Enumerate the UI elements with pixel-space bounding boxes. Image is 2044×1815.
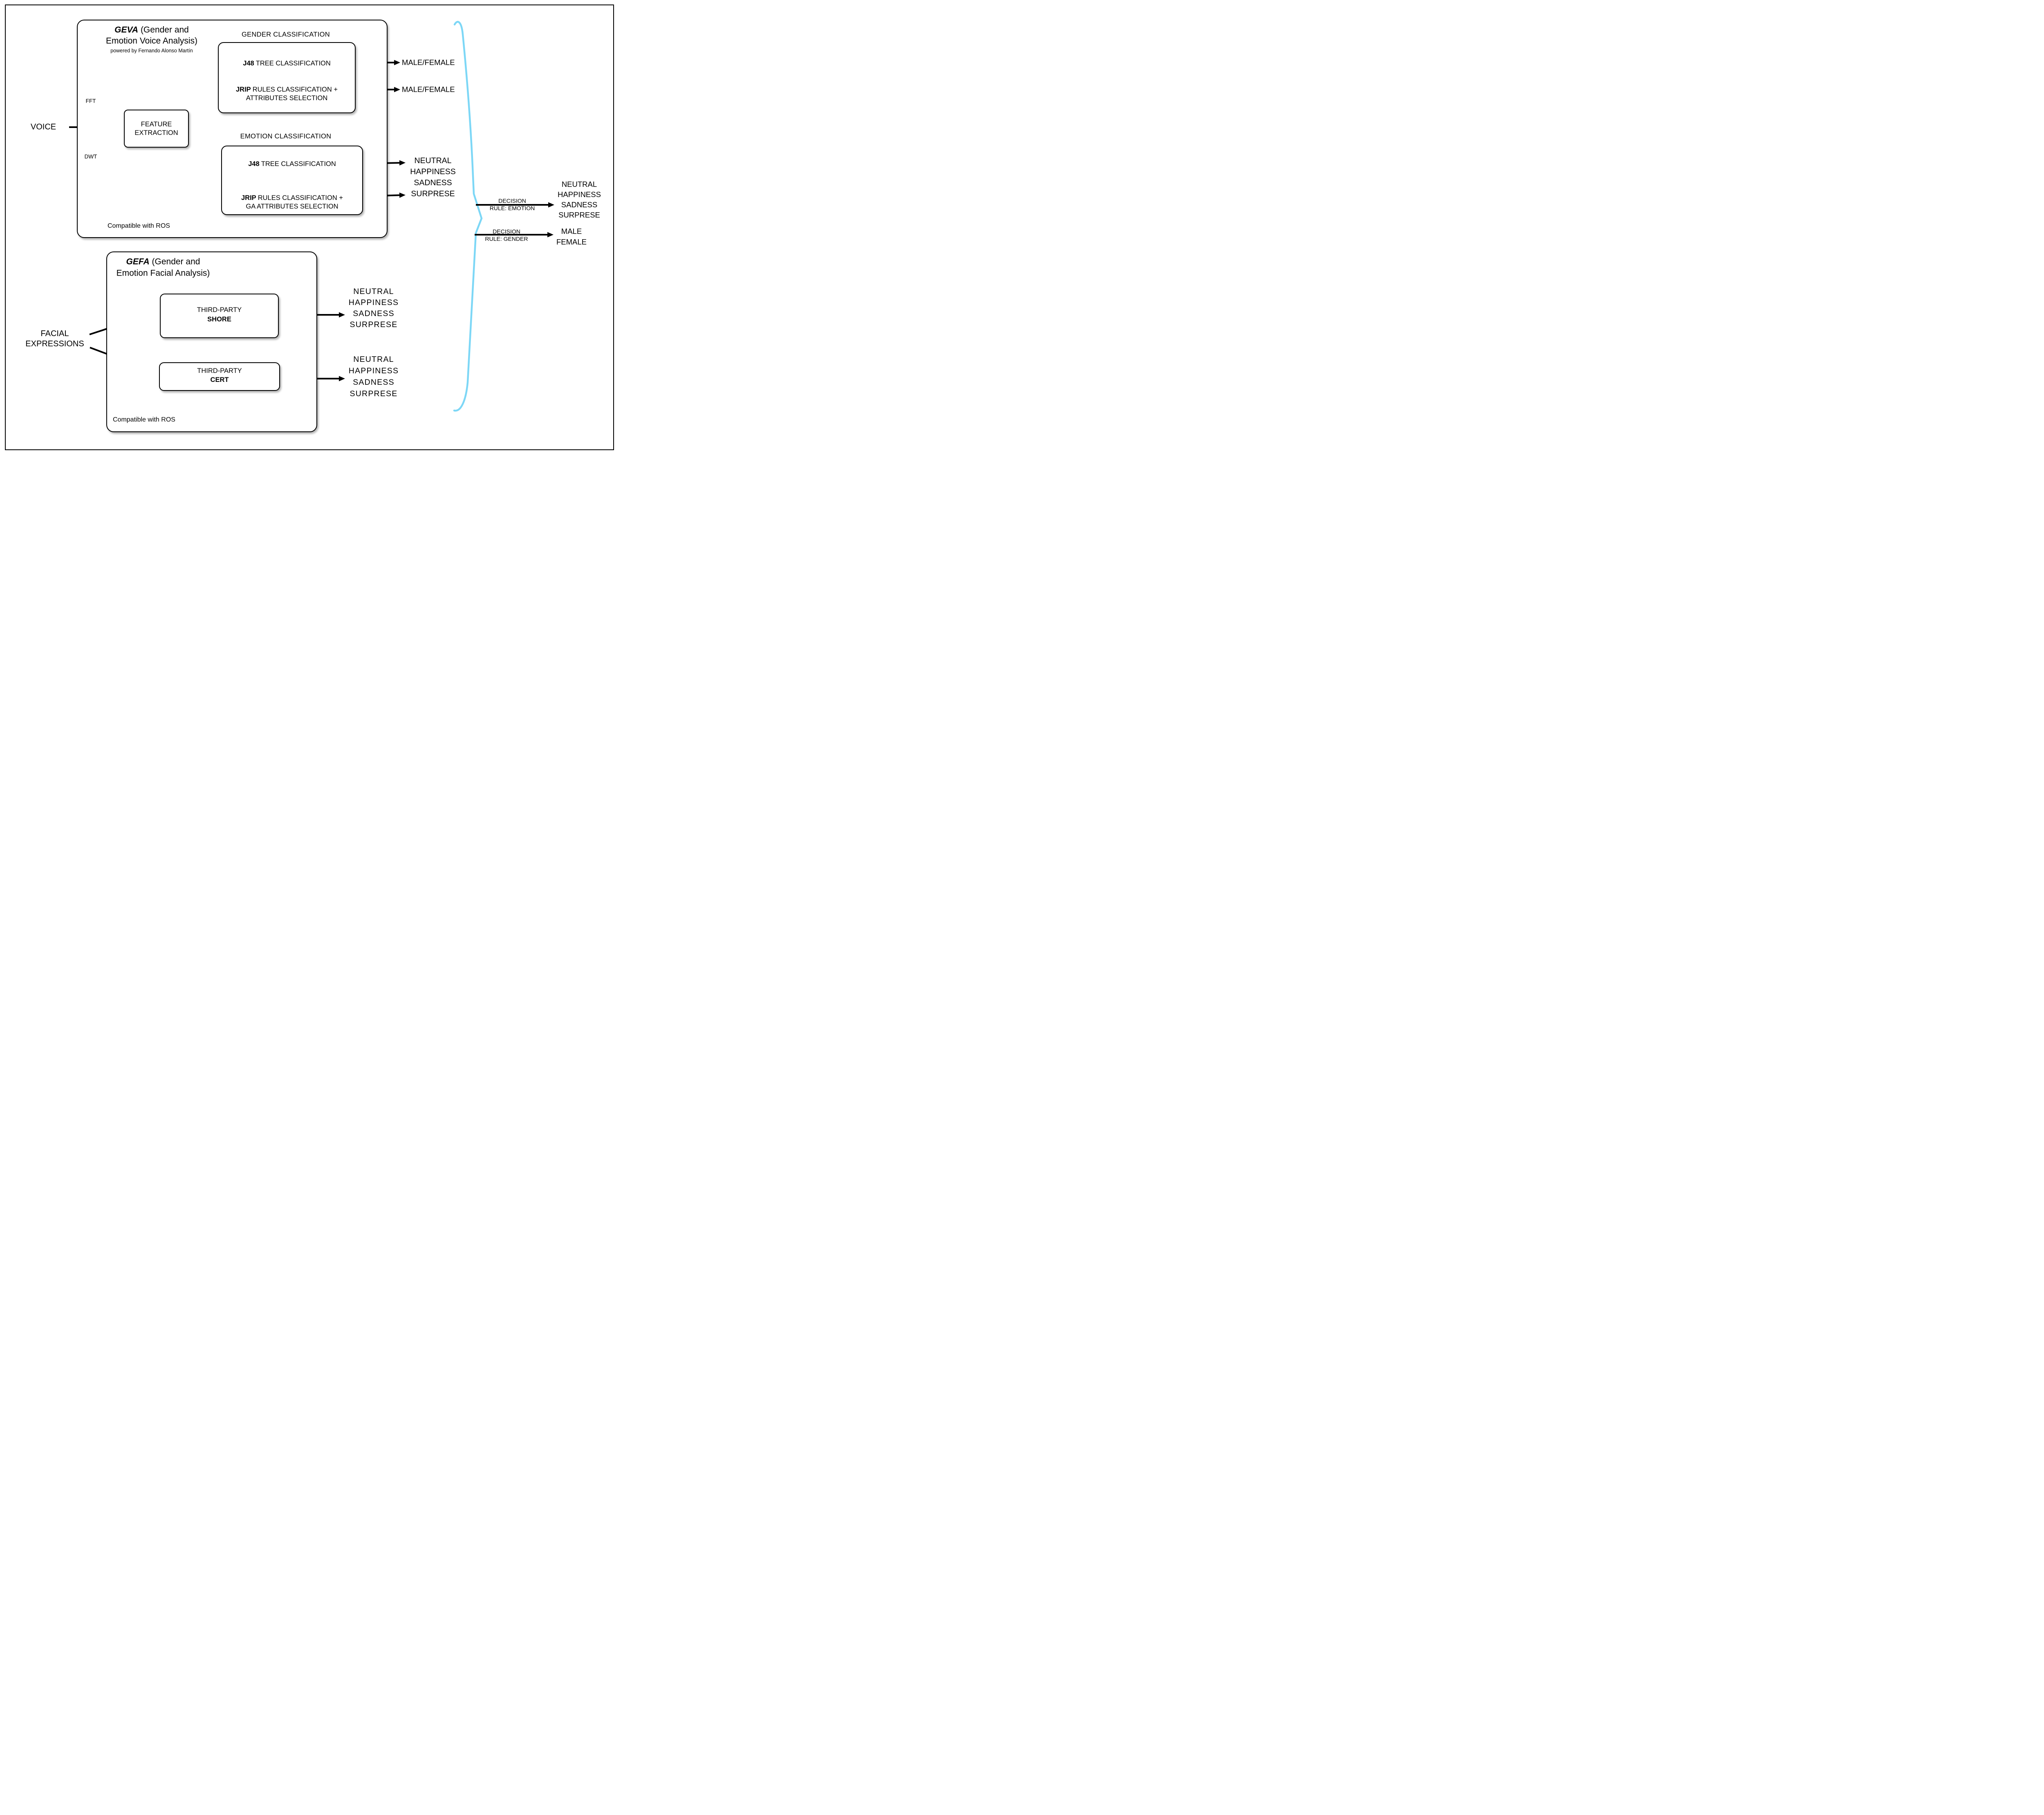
- gender-j48-text: TREE CLASSIFICATION: [256, 60, 331, 67]
- decision-emotion-output-stack: NEUTRAL HAPPINESS SADNESS SURPRESE: [558, 179, 601, 220]
- decision-emotion-output-line: NEUTRAL: [561, 180, 597, 188]
- arrow-head: [399, 160, 406, 166]
- shore-output-line: NEUTRAL: [353, 287, 394, 296]
- arrow-head: [548, 202, 554, 208]
- gefa-acronym: GEFA: [126, 257, 150, 267]
- outer-frame: [5, 4, 614, 450]
- decision-emotion-output-line: SURPRESE: [558, 211, 600, 219]
- geva-ros-note: Compatible with ROS: [108, 222, 170, 229]
- emotion-classification-header: EMOTION CLASSIFICATION: [240, 132, 332, 140]
- cert-name: CERT: [210, 376, 229, 384]
- arrow-head: [394, 87, 400, 92]
- emotion-jrip-text: RULES CLASSIFICATION +: [258, 194, 343, 202]
- emotion-output-line: NEUTRAL: [414, 156, 452, 165]
- dwt-label: DWT: [84, 153, 97, 160]
- gender-output-1: MALE/FEMALE: [402, 58, 455, 67]
- voice-label: VOICE: [30, 122, 56, 132]
- feature-extraction-line2: EXTRACTION: [134, 129, 178, 137]
- facial-line1: FACIAL: [40, 329, 69, 338]
- emotion-output-stack: NEUTRAL HAPPINESS SADNESS SURPRESE: [410, 155, 456, 200]
- decision-gender-output-line: MALE: [561, 227, 582, 236]
- gender-jrip-text: RULES CLASSIFICATION +: [252, 86, 338, 93]
- decision-gender-top: DECISION: [493, 228, 520, 235]
- emotion-output-line: HAPPINESS: [410, 167, 456, 176]
- gefa-title-line1: GEFA (Gender and: [126, 256, 200, 267]
- cert-output-line: SADNESS: [353, 378, 394, 387]
- arrow-head: [339, 312, 345, 318]
- geva-powered-by: powered by Fernando Alonso Martín: [110, 48, 193, 54]
- shore-line1: THIRD-PARTY: [197, 306, 242, 314]
- gefa-ros-note: Compatible with ROS: [113, 416, 175, 423]
- fft-label: FFT: [85, 98, 96, 104]
- geva-title-line2: Emotion Voice Analysis): [105, 36, 198, 46]
- emotion-j48-name: J48: [248, 160, 260, 168]
- gender-j48-name: J48: [243, 60, 254, 67]
- emotion-jrip-name: JRIP: [241, 194, 256, 202]
- third-party-shore-box: THIRD-PARTY SHORE: [160, 294, 279, 338]
- shore-name: SHORE: [207, 316, 231, 323]
- geva-acronym: GEVA: [114, 25, 139, 35]
- decision-emotion-output-line: SADNESS: [561, 200, 598, 209]
- geva-title-line1: GEVA (Gender and: [114, 25, 189, 36]
- feature-extraction-box: FEATURE EXTRACTION: [124, 110, 189, 148]
- geva-title-rest: (Gender and: [138, 25, 189, 35]
- emotion-j48-text: TREE CLASSIFICATION: [261, 160, 336, 168]
- gefa-box: [106, 251, 317, 432]
- cert-output-stack: NEUTRAL HAPPINESS SADNESS SURPRESE: [349, 354, 399, 399]
- facial-line2: EXPRESSIONS: [25, 339, 84, 348]
- decision-gender-output-stack: MALE FEMALE: [556, 226, 587, 247]
- decision-emotion-output-line: HAPPINESS: [558, 190, 601, 199]
- gender-output-2: MALE/FEMALE: [402, 85, 455, 94]
- gefa-title-line2: Emotion Facial Analysis): [116, 268, 210, 278]
- decision-emotion-bottom: RULE: EMOTION: [489, 205, 535, 211]
- shore-output-line: HAPPINESS: [348, 298, 399, 307]
- arrow-head: [339, 376, 345, 381]
- gender-classification-header: GENDER CLASSIFICATION: [242, 31, 330, 38]
- cert-output-line: SURPRESE: [350, 389, 398, 398]
- facial-expressions-label: FACIAL EXPRESSIONS: [25, 329, 84, 349]
- emotion-output-line: SADNESS: [414, 178, 452, 187]
- cert-output-line: HAPPINESS: [348, 366, 399, 375]
- decision-gender-bottom: RULE: GENDER: [485, 236, 528, 242]
- arrow-head: [394, 60, 400, 65]
- gefa-title-rest: (Gender and: [149, 257, 200, 267]
- emotion-output-line: SURPRESE: [411, 189, 455, 198]
- shore-output-line: SADNESS: [353, 309, 394, 318]
- shore-output-stack: NEUTRAL HAPPINESS SADNESS SURPRESE: [349, 286, 399, 330]
- brace: [453, 21, 483, 412]
- feature-extraction-line1: FEATURE: [141, 120, 172, 128]
- gender-jrip-line2: ATTRIBUTES SELECTION: [246, 94, 328, 102]
- gender-jrip-name: JRIP: [236, 86, 251, 93]
- emotion-jrip-line2: GA ATTRIBUTES SELECTION: [246, 203, 338, 210]
- third-party-cert-box: THIRD-PARTY CERT: [159, 362, 280, 391]
- cert-line1: THIRD-PARTY: [197, 367, 242, 375]
- arrow-head: [399, 192, 406, 198]
- shore-output-line: SURPRESE: [350, 320, 398, 329]
- cert-output-line: NEUTRAL: [353, 355, 394, 364]
- decision-emotion-top: DECISION: [498, 197, 526, 204]
- decision-gender-output-line: FEMALE: [556, 238, 587, 246]
- arrow-head: [547, 232, 554, 238]
- diagram-canvas: GEVA (Gender and Emotion Voice Analysis)…: [0, 0, 618, 454]
